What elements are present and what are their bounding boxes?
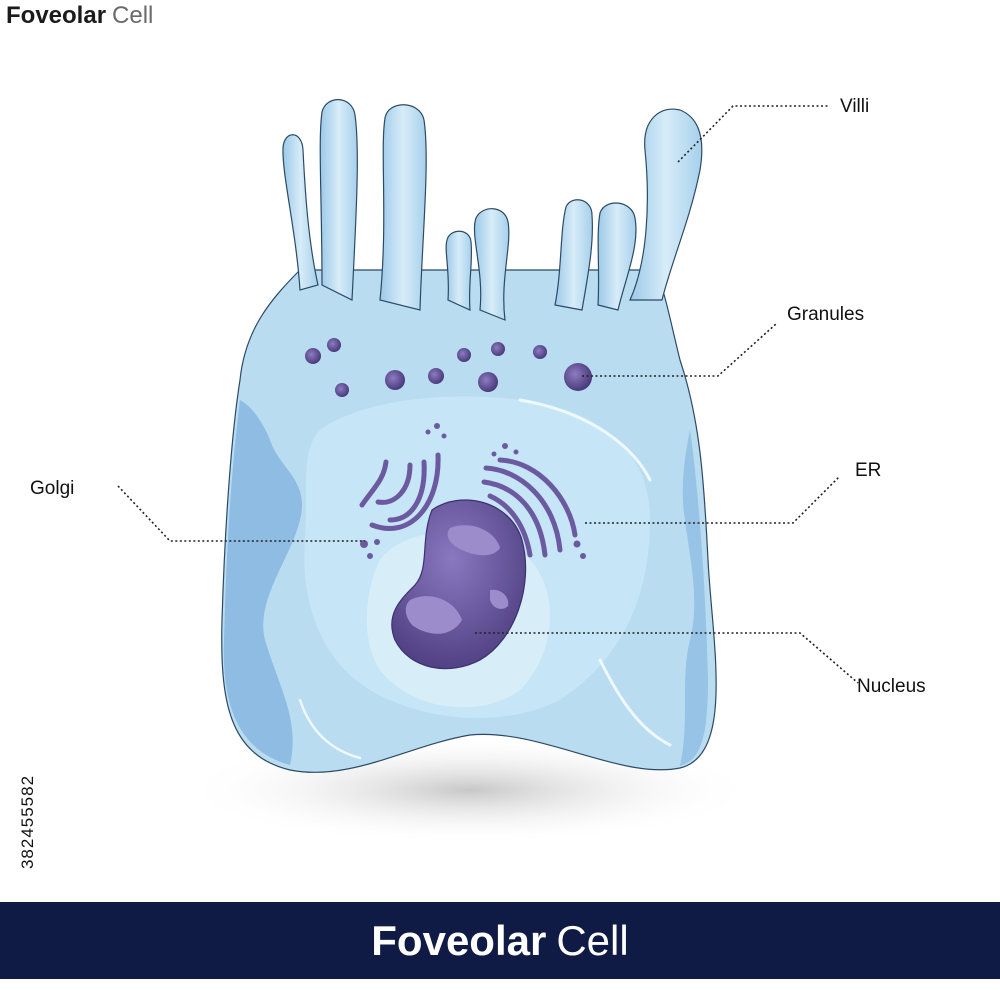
- endoplasmic-reticulum: [481, 457, 578, 558]
- label-er: ER: [855, 460, 882, 481]
- er-ribosomes: [491, 443, 586, 559]
- cell-highlight-3: [298, 698, 362, 760]
- granule: [305, 348, 321, 364]
- leader-lines: [117, 105, 859, 684]
- granules-leader: [582, 323, 777, 377]
- villus-5: [473, 208, 510, 321]
- villus-4: [445, 230, 473, 311]
- granule: [335, 383, 349, 397]
- stock-id: 382455582: [18, 774, 37, 870]
- villus-3: [379, 104, 427, 311]
- granule: [327, 338, 341, 352]
- villus-2: [319, 99, 358, 301]
- granule: [533, 345, 547, 359]
- footer-title-light: Cell: [556, 916, 629, 964]
- villus-1: [282, 134, 319, 291]
- villus-8: [629, 108, 703, 301]
- villus-7: [597, 202, 637, 311]
- villi: [282, 99, 703, 321]
- label-nucleus: Nucleus: [857, 676, 926, 697]
- villi-leader: [677, 105, 828, 163]
- golgi-vesicles: [360, 423, 447, 559]
- footer-title-bold: Foveolar: [371, 916, 547, 964]
- granule: [491, 342, 505, 356]
- granule: [385, 370, 405, 390]
- er-leader: [585, 475, 841, 524]
- label-granules: Granules: [787, 304, 865, 325]
- nucleus-chromatin-3: [490, 589, 509, 609]
- cell-highlight-2: [598, 658, 672, 747]
- cell-highlight-1: [518, 398, 652, 482]
- granules: [305, 338, 592, 397]
- cell-shading-left: [223, 400, 303, 765]
- nucleus-chromatin-2: [405, 596, 462, 634]
- nucleus-leader: [475, 632, 859, 684]
- cell-shading-right: [680, 430, 708, 766]
- label-villi: Villi: [840, 96, 870, 117]
- nucleus-chromatin-1: [447, 525, 500, 556]
- title-bold: Foveolar: [6, 2, 107, 29]
- title-light: Cell: [112, 2, 154, 29]
- granule: [428, 368, 444, 384]
- granule: [564, 363, 592, 391]
- golgi-apparatus: [359, 452, 441, 531]
- granule: [457, 348, 471, 362]
- villus-6: [554, 199, 593, 311]
- granule: [478, 372, 498, 392]
- label-golgi: Golgi: [30, 478, 75, 499]
